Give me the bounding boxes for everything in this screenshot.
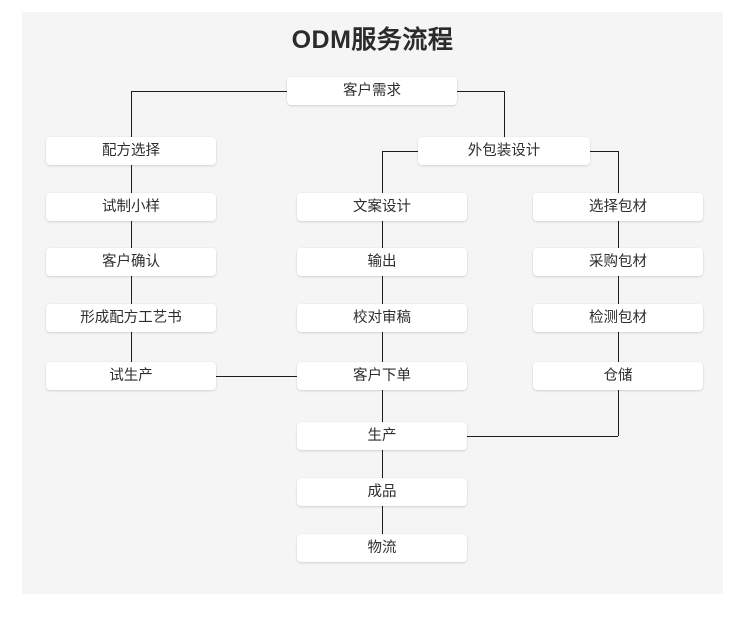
edge-segment [382,390,383,422]
flow-node[interactable]: 输出 [297,248,467,276]
flowchart-canvas: ODM服务流程 客户需求配方选择 外包装设计试制小样 文案设计 选择包材客户确认 输出 采… [22,12,723,594]
flow-node[interactable]: 校对审稿 [297,304,467,332]
flow-node[interactable]: 试制小样 [46,193,216,221]
edge-segment [382,506,383,534]
page-title: ODM服务流程 [291,26,454,54]
edge-segment [131,91,287,92]
edge-segment [216,376,297,377]
edge-segment [131,221,132,248]
flow-node[interactable]: 检测包材 [533,304,703,332]
edge-segment [382,450,383,478]
flow-node[interactable]: 成品 [297,478,467,506]
flow-node[interactable]: 客户需求 [287,77,457,105]
edge-segment [618,276,619,304]
edge-segment [382,221,383,248]
edge-segment [504,91,505,137]
edge-segment [131,91,132,137]
flow-node[interactable]: 生产 [297,422,467,450]
edge-segment [382,276,383,304]
flow-node[interactable]: 仓储 [533,362,703,390]
flow-node[interactable]: 采购包材 [533,248,703,276]
flow-node[interactable]: 试生产 [46,362,216,390]
flow-node[interactable]: 客户下单 [297,362,467,390]
flow-node[interactable]: 配方选择 [46,137,216,165]
flow-node[interactable]: 形成配方工艺书 [46,304,216,332]
flow-node[interactable]: 选择包材 [533,193,703,221]
edge-segment [131,276,132,304]
edge-segment [382,151,383,193]
edge-segment [590,151,618,152]
edge-segment [618,151,619,193]
edge-segment [382,332,383,362]
flow-node[interactable]: 外包装设计 [418,137,590,165]
edge-segment [382,151,418,152]
flow-node[interactable]: 物流 [297,534,467,562]
edge-segment [618,332,619,362]
flow-node[interactable]: 文案设计 [297,193,467,221]
edge-segment [618,221,619,248]
edge-segment [131,165,132,193]
flow-node[interactable]: 客户确认 [46,248,216,276]
edge-segment [457,91,504,92]
edge-segment [467,436,618,437]
edge-segment [618,390,619,436]
edge-segment [131,332,132,362]
